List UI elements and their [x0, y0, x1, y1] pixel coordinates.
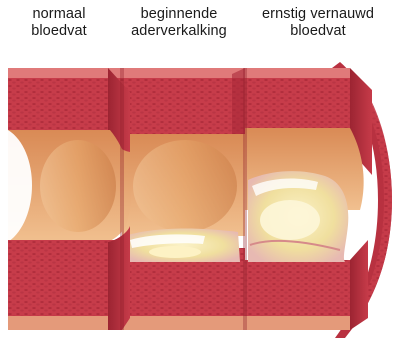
- segment-severely-narrowed: [245, 68, 372, 330]
- segment-normal-vessel: [8, 68, 131, 330]
- segment-beginning-atherosclerosis: [122, 68, 245, 330]
